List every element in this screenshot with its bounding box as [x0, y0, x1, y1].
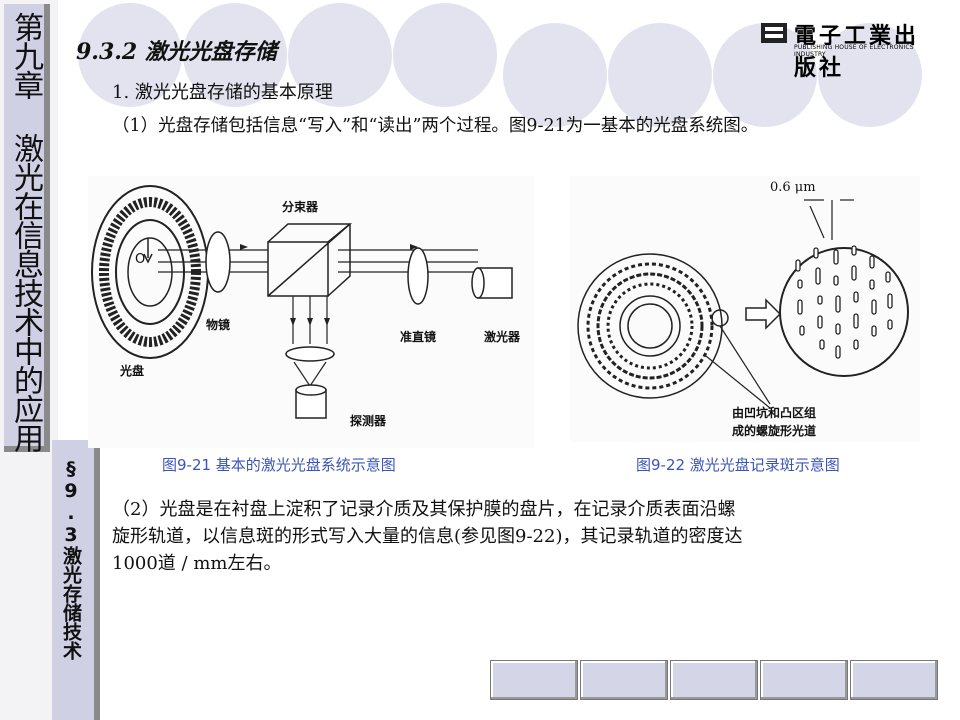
paragraph-2-line-3: 1000道 / mm左右。 [112, 553, 282, 574]
label-disc: 光盘 [120, 364, 145, 378]
optical-system-diagram [91, 185, 513, 419]
label-track-note-1: 由凹坑和凸区组 [732, 406, 817, 420]
slide-heading: 9.3.2 激光光盘存储 [76, 39, 277, 65]
label-laser: 激光器 [484, 330, 521, 344]
label-pitch: 0.6 μm [770, 180, 816, 195]
recording-spot-diagram [577, 199, 909, 409]
section-title: §9.3激光存储技术 [60, 458, 82, 660]
paragraph-1: （1）光盘存储包括信息“写入”和“读出”两个过程。图9-21为一基本的光盘系统图… [112, 116, 759, 136]
label-beam-splitter: 分束器 [282, 200, 319, 214]
nav-button-2[interactable] [580, 660, 668, 700]
section-bar [52, 440, 100, 720]
nav-button-3[interactable] [670, 660, 758, 700]
nav-button-5[interactable] [850, 660, 938, 700]
caption-figure-9-21: 图9-21 基本的激光光盘系统示意图 [162, 456, 396, 474]
nav-button-4[interactable] [760, 660, 848, 700]
label-track-note-2: 成的螺旋形光道 [732, 424, 817, 438]
paragraph-2: （2）光盘是在衬盘上淀积了记录介质及其保护膜的盘片，在记录介质表面沿螺 旋形轨道… [112, 496, 954, 577]
chapter-bar [4, 4, 50, 452]
subheading-principle: 1. 激光光盘存储的基本原理 [112, 82, 333, 103]
publisher-logo: 電子工業出版社 PUBLISHING HOUSE OF ELECTRONICS … [760, 20, 940, 81]
figure-9-22: 0.6 μm 由凹坑和凸区组 成的螺旋形光道 [570, 176, 920, 442]
nav-button-1[interactable] [490, 660, 578, 700]
decorative-circles [78, 3, 922, 127]
caption-figure-9-22: 图9-22 激光光盘记录斑示意图 [636, 456, 840, 474]
chapter-title: 第九章 激光在信息技术中的应用 [8, 12, 43, 452]
label-detector: 探测器 [350, 414, 387, 428]
figure-9-21: 分束器 物镜 准直镜 激光器 光盘 探测器 O [88, 176, 534, 448]
logo-subtitle: PUBLISHING HOUSE OF ELECTRONICS INDUSTRY [794, 44, 914, 58]
label-collimator: 准直镜 [400, 330, 437, 344]
paragraph-2-line-2: 旋形轨道，以信息斑的形式写入大量的信息(参见图9-22)，其记录轨道的密度达 [112, 526, 743, 547]
paragraph-2-line-1: （2）光盘是在衬盘上淀积了记录介质及其保护膜的盘片，在记录介质表面沿螺 [112, 499, 736, 520]
logo-emblem-icon [761, 23, 787, 43]
label-objective: 物镜 [206, 318, 231, 332]
logo-title: 電子工業出版社 [794, 24, 920, 81]
label-center: O [135, 252, 146, 267]
